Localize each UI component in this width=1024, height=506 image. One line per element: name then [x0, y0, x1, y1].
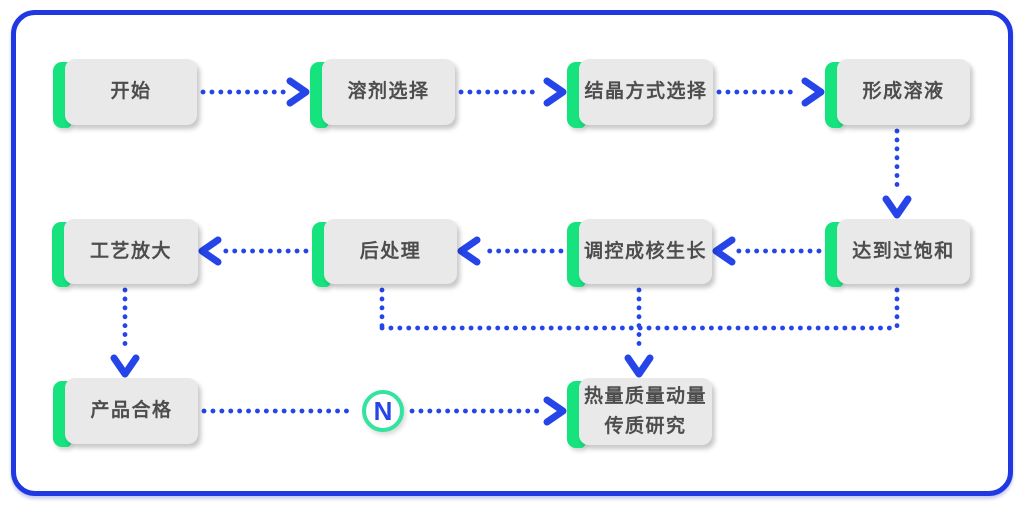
flow-node-form-solution: 形成溶液 [825, 59, 970, 128]
node-body: 开始 [65, 59, 197, 125]
arrowhead-left [202, 240, 218, 262]
flow-node-post-processing: 后处理 [312, 219, 457, 287]
flow-node-solvent-selection: 溶剂选择 [310, 59, 455, 128]
decision-marker-no: N [362, 390, 404, 432]
arrowhead-down [886, 199, 908, 215]
node-body: 形成溶液 [837, 59, 970, 125]
arrowhead-left [716, 240, 732, 262]
node-label: 结晶方式选择 [584, 81, 708, 103]
node-label: 形成溶液 [862, 81, 945, 103]
node-label: 产品合格 [90, 400, 173, 422]
node-label: 溶剂选择 [347, 81, 430, 103]
arrowhead-right [547, 400, 563, 422]
flow-node-transfer-research: 热量质量动量 传质研究 [567, 378, 712, 448]
flowchart-border-frame [11, 10, 1013, 496]
arrowhead-left [461, 240, 477, 262]
node-body: 调控成核生长 [579, 219, 712, 284]
node-label: 达到过饱和 [852, 240, 955, 262]
decision-label: N [373, 396, 393, 426]
flow-node-start: 开始 [53, 59, 197, 128]
arrowhead-right [547, 81, 563, 103]
flow-node-reach-supersaturation: 达到过饱和 [825, 219, 970, 287]
node-label: 工艺放大 [89, 240, 172, 262]
node-body: 热量质量动量 传质研究 [579, 378, 712, 445]
node-body: 产品合格 [65, 378, 198, 444]
node-body: 后处理 [324, 219, 457, 284]
arrowhead-down [114, 358, 136, 374]
node-body: 溶剂选择 [322, 59, 455, 125]
node-label: 后处理 [359, 240, 422, 262]
dotted-lines [122, 89, 900, 414]
node-body: 达到过饱和 [837, 219, 970, 284]
node-label: 热量质量动量 传质研究 [583, 386, 707, 437]
flow-node-control-nucleation-growth: 调控成核生长 [567, 219, 712, 287]
node-body: 工艺放大 [64, 219, 198, 284]
arrowhead-right [290, 81, 306, 103]
flow-node-process-scale-up: 工艺放大 [52, 219, 198, 287]
node-label: 调控成核生长 [583, 240, 707, 262]
flow-node-crystallization-method: 结晶方式选择 [567, 59, 713, 128]
arrowhead-down [628, 358, 650, 374]
node-label: 开始 [110, 81, 152, 103]
arrowhead-right [805, 81, 821, 103]
node-body: 结晶方式选择 [579, 59, 713, 125]
flow-node-product-qualified: 产品合格 [53, 378, 198, 447]
